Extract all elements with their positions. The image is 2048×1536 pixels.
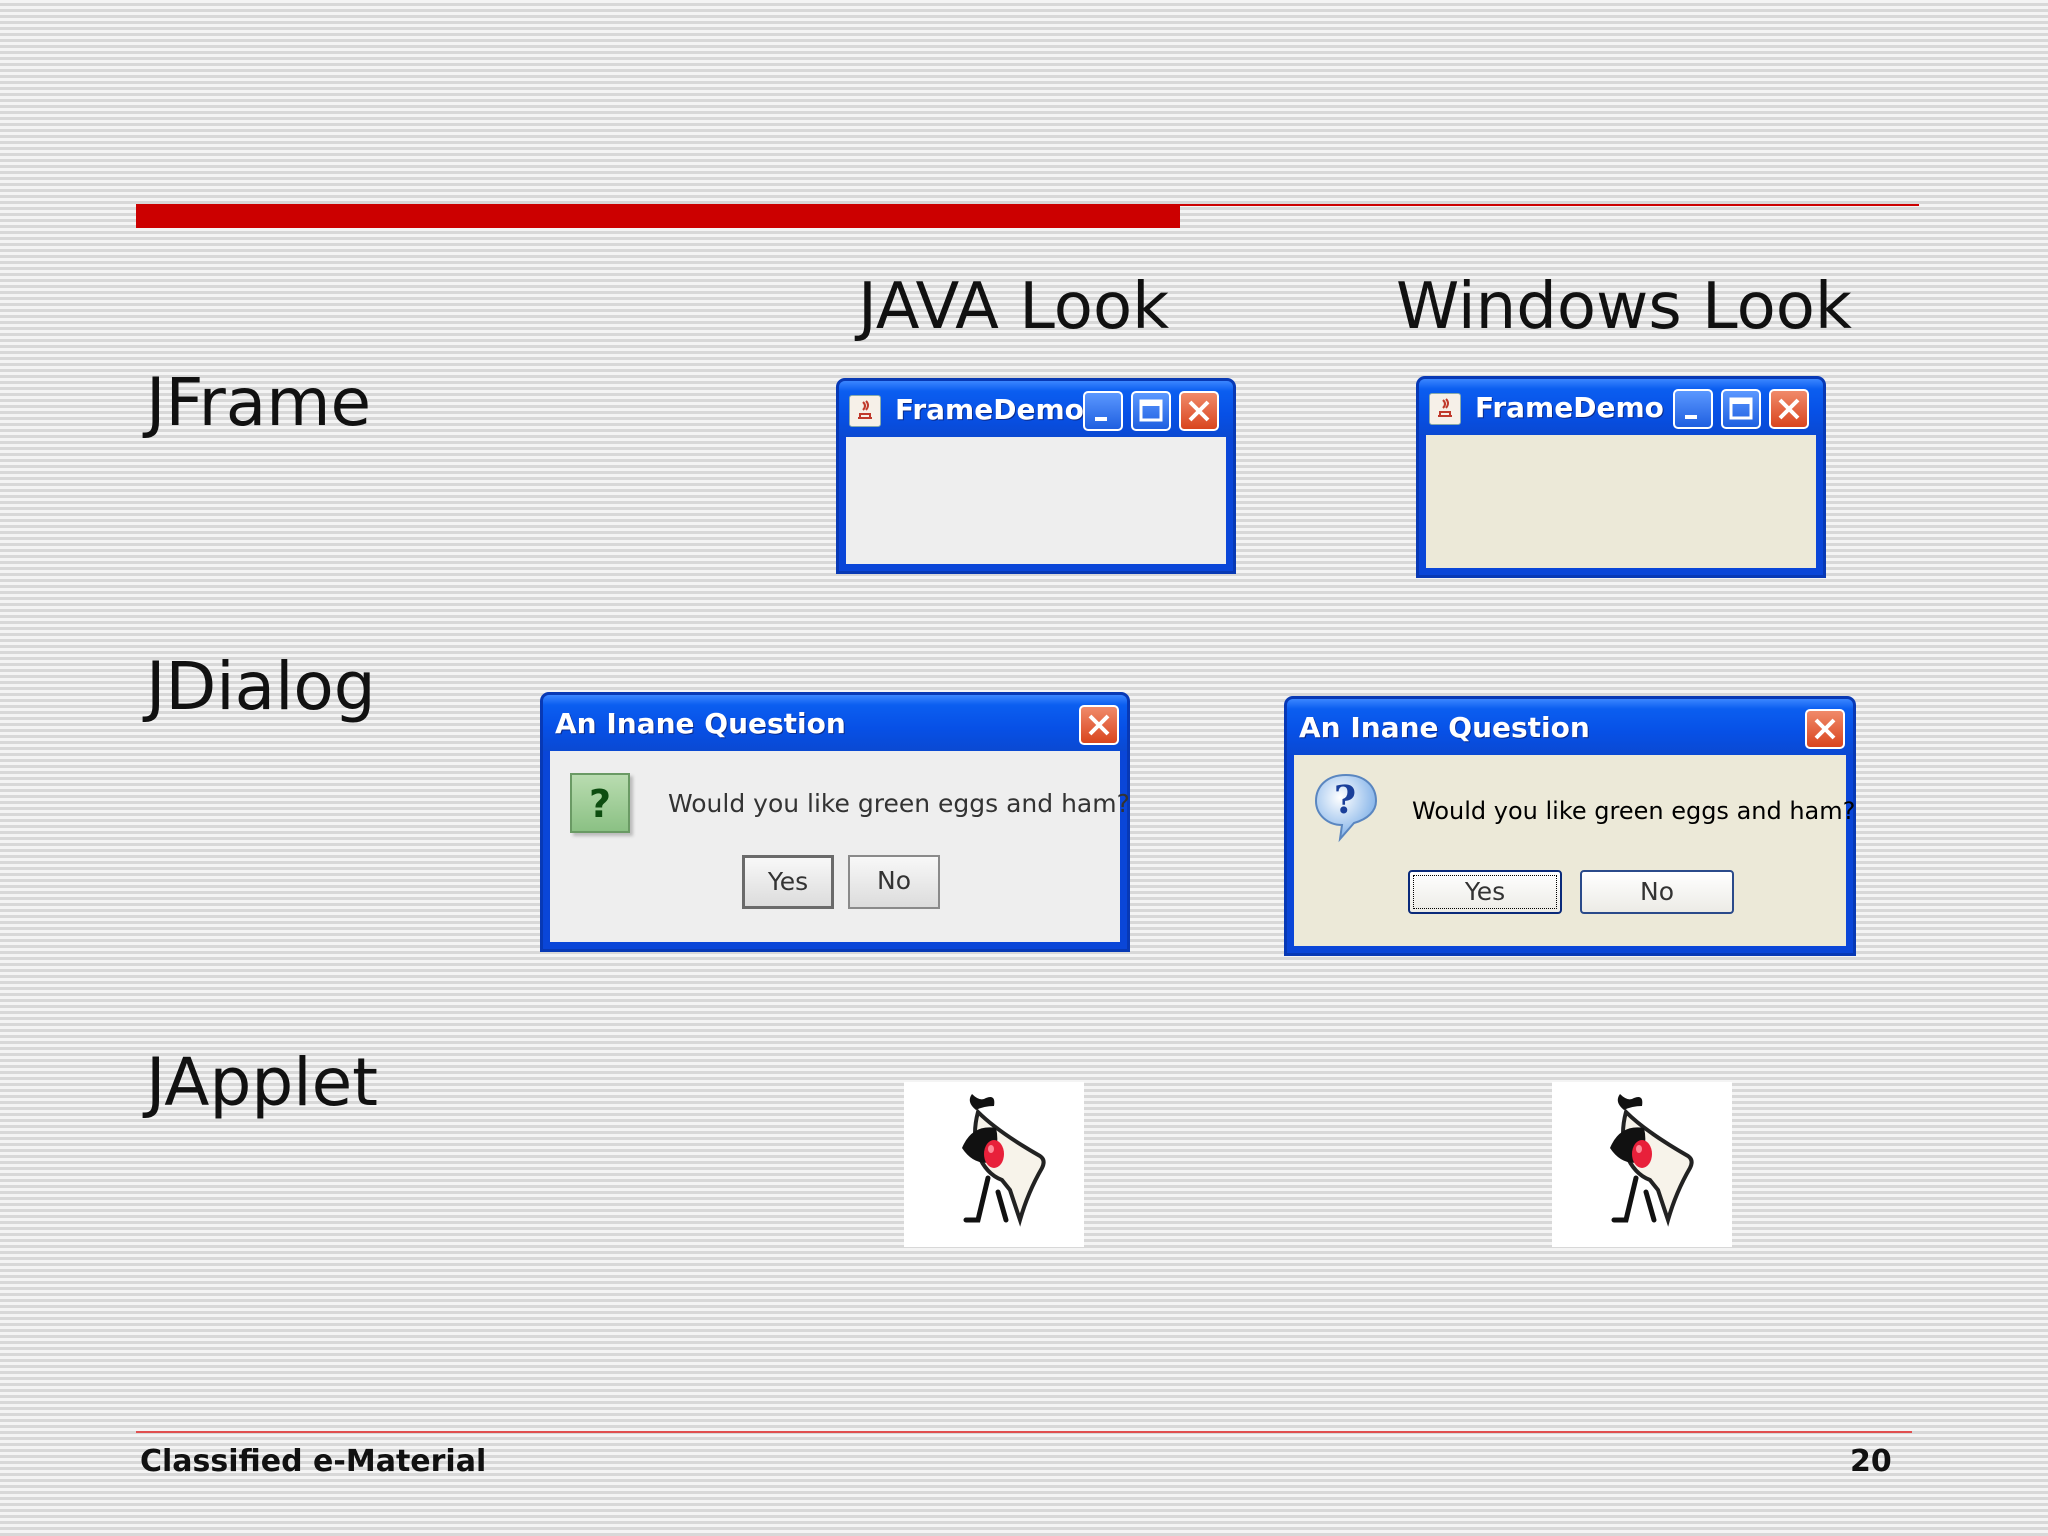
duke-mascot-icon [962, 1094, 1046, 1227]
dialog-client-area: ? Would you like green eggs and ham? Yes… [1294, 755, 1855, 946]
dialog-title: An Inane Question [555, 707, 846, 740]
java-app-icon [849, 395, 881, 427]
applet-duke-java [904, 1082, 1084, 1247]
window-client-area [846, 437, 1226, 564]
window-client-area [1426, 435, 1816, 568]
footer-label: Classified e-Material [140, 1444, 487, 1479]
close-icon[interactable] [1805, 709, 1845, 749]
svg-text:?: ? [589, 782, 611, 826]
dialog-message: Would you like green eggs and ham? [668, 789, 1130, 818]
inane-question-dialog-windows[interactable]: An Inane Question ? Would you like green… [1284, 696, 1856, 956]
maximize-icon[interactable] [1721, 389, 1761, 429]
no-button[interactable]: No [1580, 870, 1734, 914]
no-button[interactable]: No [848, 855, 940, 909]
column-heading-java: JAVA Look [858, 270, 1170, 344]
row-label-jdialog: JDialog [146, 648, 376, 725]
footer-rule [136, 1431, 1912, 1433]
yes-label: Yes [767, 867, 809, 896]
svg-text:?: ? [1334, 777, 1356, 822]
dialog-message: Would you like green eggs and ham? [1412, 797, 1856, 825]
duke-mascot-icon [1610, 1094, 1694, 1227]
page-number: 20 [1850, 1444, 1892, 1479]
close-icon[interactable] [1769, 389, 1809, 429]
dialog-client-area: ? Would you like green eggs and ham? Yes… [550, 751, 1130, 942]
applet-duke-windows [1552, 1082, 1732, 1247]
window-title: FrameDemo [895, 393, 1084, 426]
question-bubble-icon: ? [1310, 771, 1382, 843]
header-rule-thin [1180, 204, 1919, 206]
close-icon[interactable] [1179, 391, 1219, 431]
no-label: No [877, 866, 911, 895]
title-bar[interactable]: An Inane Question [543, 695, 1127, 751]
inane-question-dialog-java[interactable]: An Inane Question ? Would you like green… [540, 692, 1130, 952]
minimize-icon[interactable] [1083, 391, 1123, 431]
maximize-icon[interactable] [1131, 391, 1171, 431]
no-label: No [1640, 877, 1674, 906]
title-bar[interactable]: FrameDemo [839, 381, 1233, 437]
framedemo-window-windows[interactable]: FrameDemo [1416, 376, 1826, 578]
header-rule-thick [136, 204, 1180, 228]
yes-button[interactable]: Yes [1408, 870, 1562, 914]
row-label-jframe: JFrame [146, 364, 372, 441]
column-heading-windows: Windows Look [1396, 270, 1852, 344]
title-bar[interactable]: An Inane Question [1287, 699, 1853, 755]
close-icon[interactable] [1079, 705, 1119, 745]
minimize-icon[interactable] [1673, 389, 1713, 429]
title-bar[interactable]: FrameDemo [1419, 379, 1823, 435]
window-title: FrameDemo [1475, 391, 1664, 424]
question-icon: ? [570, 773, 630, 833]
dialog-title: An Inane Question [1299, 711, 1590, 744]
java-app-icon [1429, 393, 1461, 425]
yes-button[interactable]: Yes [742, 855, 834, 909]
row-label-japplet: JApplet [146, 1044, 379, 1121]
yes-label: Yes [1464, 877, 1506, 906]
framedemo-window-java[interactable]: FrameDemo [836, 378, 1236, 574]
